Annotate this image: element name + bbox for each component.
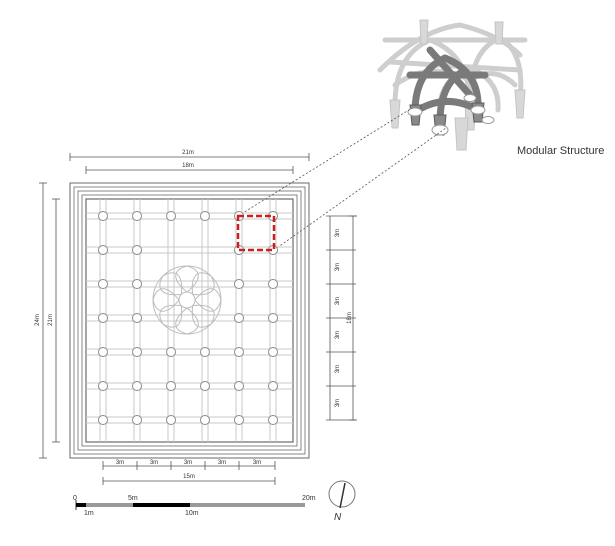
column (166, 381, 176, 391)
column (234, 415, 244, 425)
dim-right-module-label: 3m (335, 365, 341, 373)
column (234, 347, 244, 357)
dim-right-total: 18m (347, 312, 353, 324)
column (132, 347, 142, 357)
column (268, 313, 278, 323)
column (200, 415, 210, 425)
column (200, 211, 210, 221)
column (200, 347, 210, 357)
structure-caption: Modular Structure (517, 145, 604, 157)
central-rosette (152, 265, 222, 335)
dim-right-module-label: 3m (335, 399, 341, 407)
dim-top-inner: 18m (182, 163, 194, 169)
column (268, 347, 278, 357)
column (200, 381, 210, 391)
bottom-module-dimension (102, 461, 276, 470)
dim-top-outer: 21m (182, 150, 194, 156)
column-grid (98, 211, 278, 425)
scale-label-1m: 1m (84, 510, 94, 517)
column (98, 313, 108, 323)
scale-label-0: 0 (73, 495, 77, 502)
column (234, 381, 244, 391)
leader-lines (237, 107, 447, 251)
column (166, 415, 176, 425)
column (166, 211, 176, 221)
bottom-module-labels: 3m 3m 3m 3m 3m (116, 460, 261, 466)
right-module-dimension (326, 215, 356, 421)
column (234, 279, 244, 289)
column (98, 211, 108, 221)
column (132, 279, 142, 289)
scale-label-20m: 20m (302, 495, 316, 502)
dim-left-outer: 24m (35, 314, 41, 326)
north-label: N (334, 512, 342, 523)
dim-bottom-module-label: 3m (116, 460, 124, 466)
dim-right-module-label: 3m (335, 229, 341, 237)
column (234, 313, 244, 323)
column (166, 347, 176, 357)
column (268, 415, 278, 425)
dim-bottom-module-label: 3m (218, 460, 226, 466)
column (98, 279, 108, 289)
dim-right-module-label: 3m (335, 263, 341, 271)
modular-structure-illustration (377, 19, 528, 151)
column (132, 211, 142, 221)
highlighted-module (236, 214, 276, 252)
scale-label-5m: 5m (128, 495, 138, 502)
column (132, 381, 142, 391)
dim-right-module-label: 3m (335, 297, 341, 305)
column (98, 347, 108, 357)
dim-right-module-label: 3m (335, 331, 341, 339)
dim-bottom-module-label: 3m (150, 460, 158, 466)
scale-bar (75, 500, 305, 510)
column (132, 245, 142, 255)
column (98, 381, 108, 391)
dim-bottom-module-label: 3m (184, 460, 192, 466)
right-module-labels: 3m 3m 3m 3m 3m 3m (335, 229, 341, 407)
dim-left-inner: 21m (48, 314, 54, 326)
dim-bottom-module-label: 3m (253, 460, 261, 466)
column (132, 313, 142, 323)
north-arrow-icon (328, 480, 356, 509)
column (132, 415, 142, 425)
column (98, 245, 108, 255)
column (268, 381, 278, 391)
column (98, 415, 108, 425)
module-grid (86, 199, 293, 442)
column (268, 279, 278, 289)
scale-label-10m: 10m (185, 510, 199, 517)
dim-bottom-total: 15m (183, 474, 195, 480)
